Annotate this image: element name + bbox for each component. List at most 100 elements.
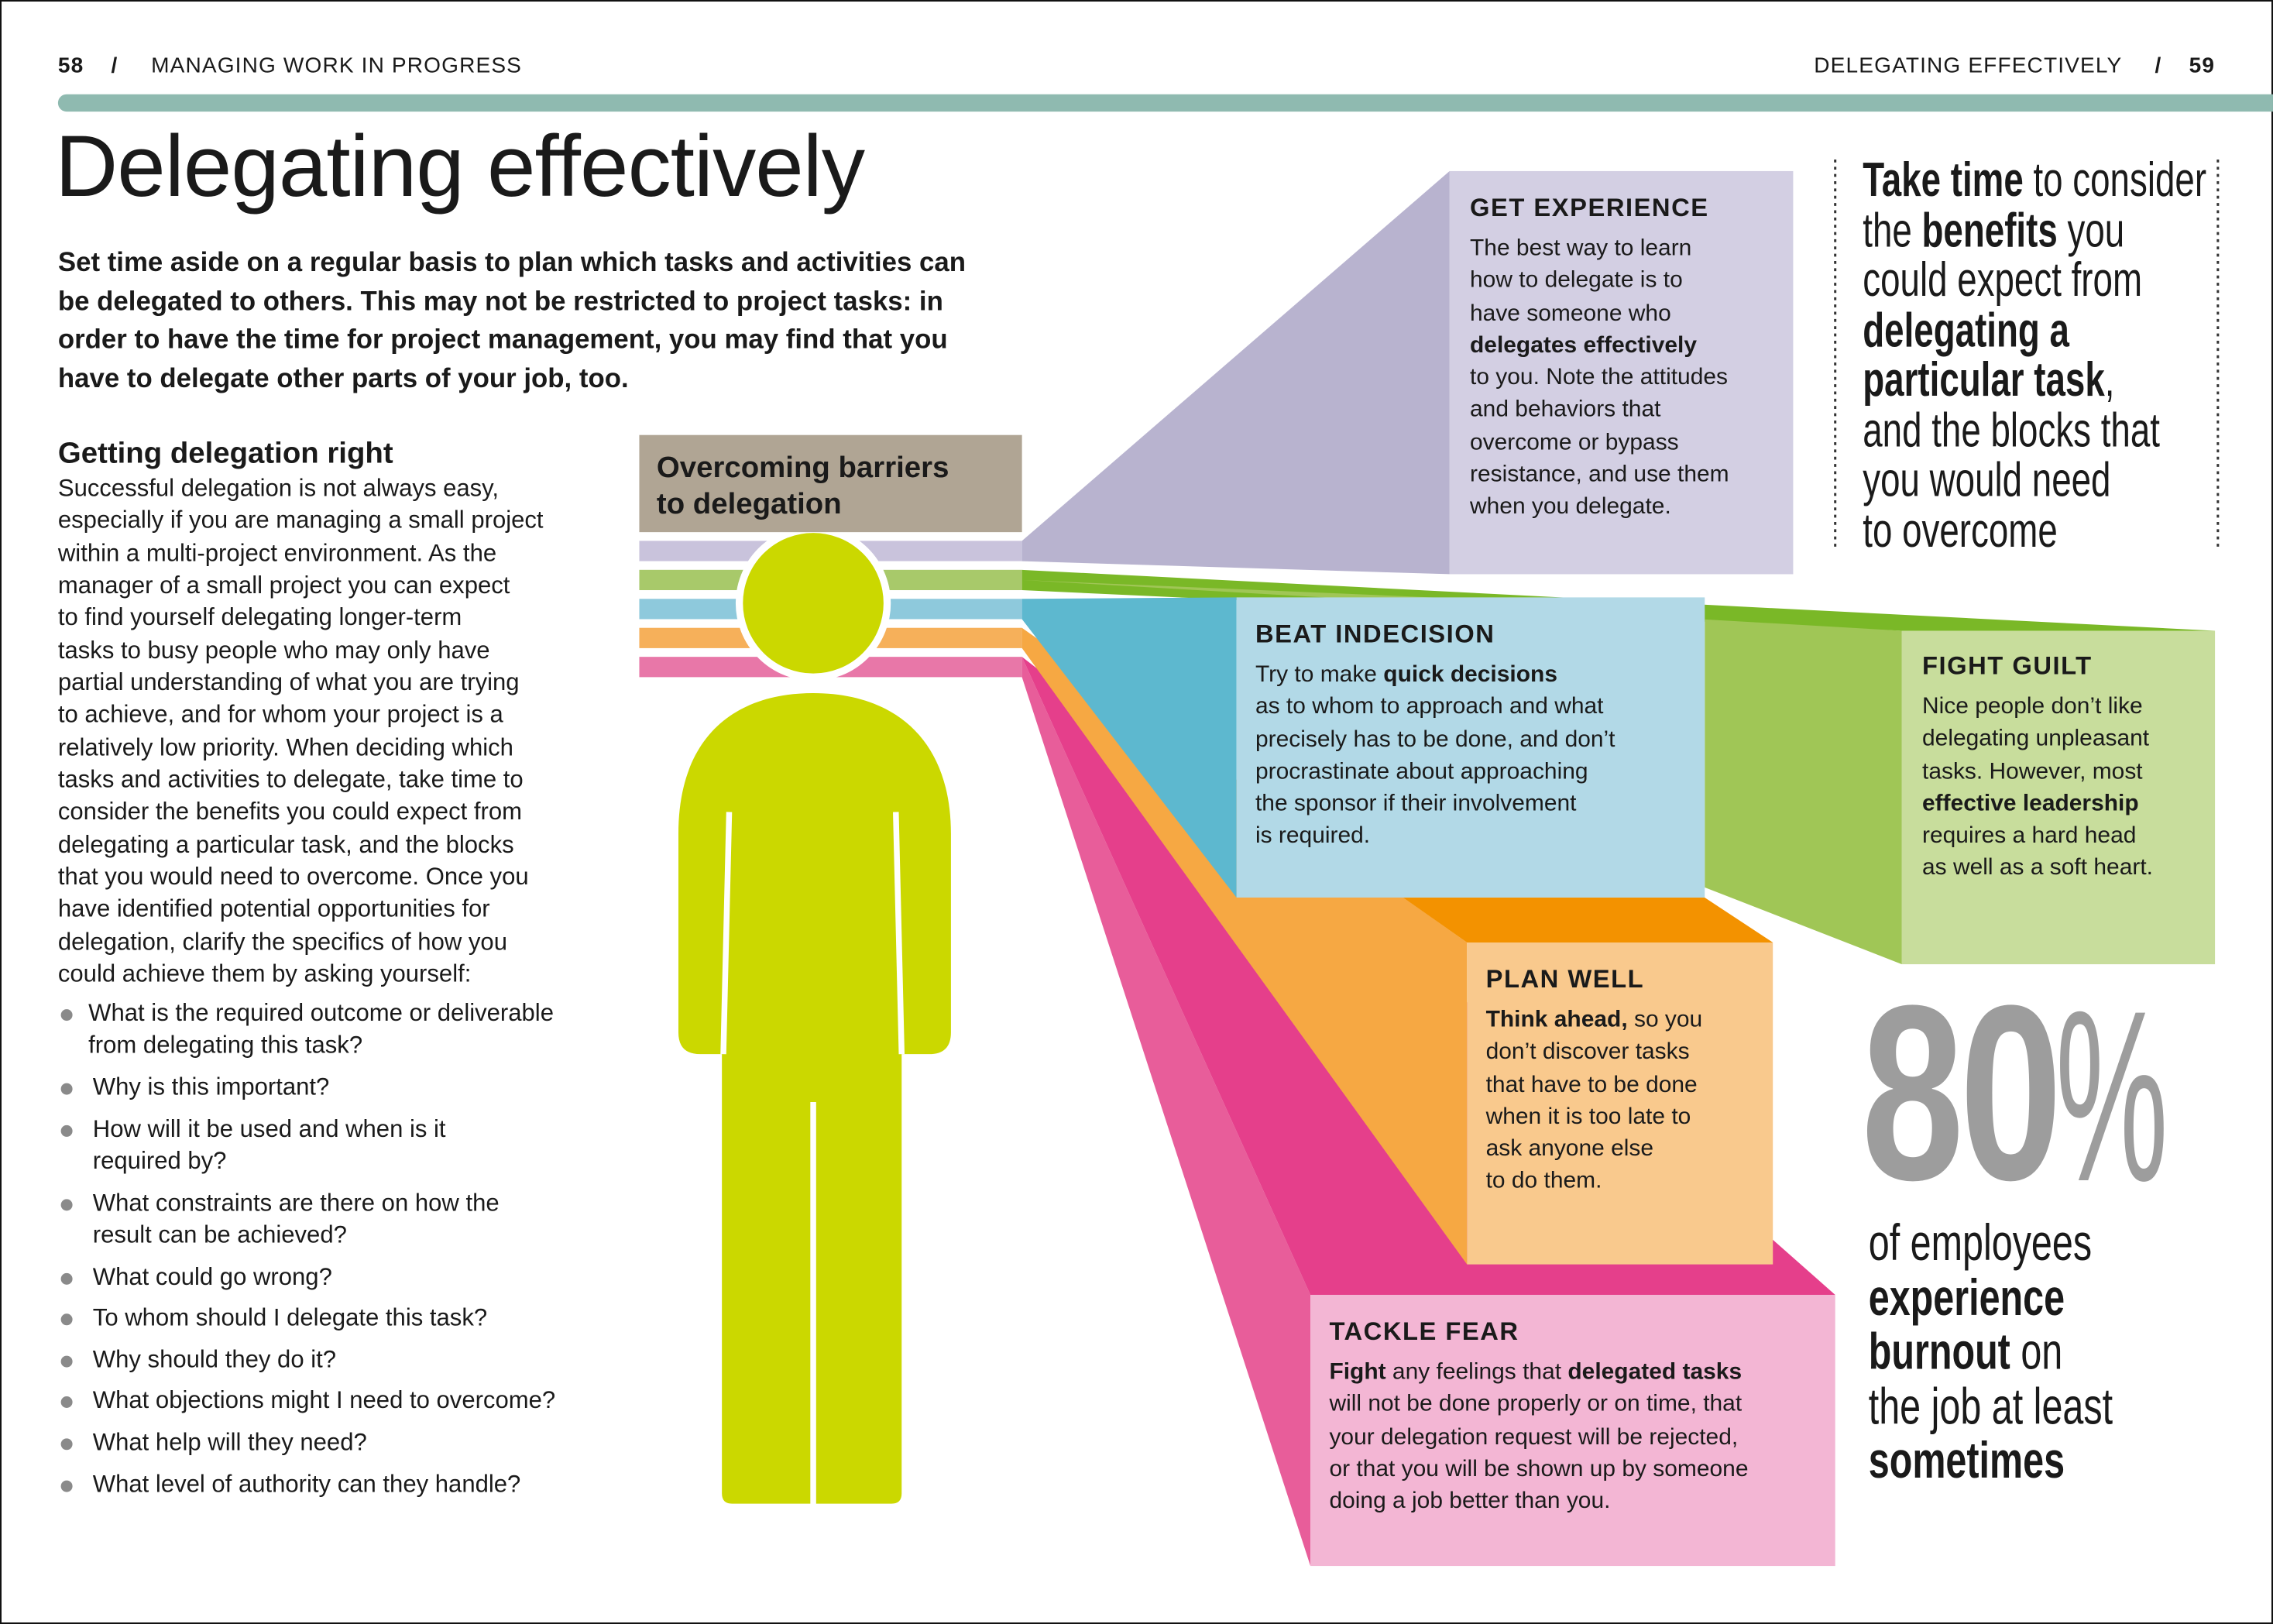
text: be delegated to others. This may not be … bbox=[57, 284, 943, 316]
get-experience-heading: GET EXPERIENCE bbox=[1470, 193, 1709, 222]
left-arm-gap bbox=[720, 812, 733, 1055]
text-line: Fight any feelings that delegated tasks bbox=[1329, 1357, 1748, 1389]
text: procrastinate about approaching bbox=[1255, 759, 1588, 785]
text: especially if you are managing a small p… bbox=[57, 506, 544, 534]
person-figure-icon bbox=[678, 525, 951, 1509]
text-line: and behaviors that bbox=[1470, 395, 1729, 427]
text-line: effective leadership bbox=[1922, 788, 2153, 821]
text-line: burnout on bbox=[1869, 1325, 2113, 1379]
text: ask anyone else bbox=[1485, 1137, 1654, 1162]
bold-text: burnout bbox=[1868, 1324, 2010, 1381]
text: delegating a particular task, and the bl… bbox=[57, 830, 514, 858]
text: within a multi-project environment. As t… bbox=[57, 538, 497, 567]
text: to achieve, and for whom your project is… bbox=[57, 700, 503, 729]
text: so you bbox=[1627, 1008, 1703, 1033]
text: when you delegate. bbox=[1470, 495, 1671, 520]
text: the bbox=[1863, 202, 1922, 256]
text: delegating unpleasant bbox=[1922, 726, 2150, 752]
tackle-fear-front-face bbox=[1310, 1294, 1835, 1567]
fight-guilt-side-face bbox=[1021, 579, 1902, 965]
text-line: requires a hard head bbox=[1922, 821, 2153, 853]
text: how to delegate is to bbox=[1470, 268, 1683, 294]
bold-text: particular task bbox=[1863, 352, 2105, 407]
text: to consider bbox=[2023, 152, 2207, 206]
text-line: Why should they do it? bbox=[93, 1344, 336, 1377]
plan-well-heading: PLAN WELL bbox=[1485, 964, 1645, 994]
fight-guilt-heading: FIGHT GUILT bbox=[1922, 651, 2093, 681]
text-line: experience bbox=[1869, 1271, 2113, 1325]
text: have to delegate other parts of your job… bbox=[57, 362, 629, 393]
question-item: To whom should I delegate this task? bbox=[93, 1302, 487, 1334]
text-line: ask anyone else bbox=[1486, 1134, 1703, 1166]
text: of employees bbox=[1868, 1214, 2093, 1272]
text: as well as a soft heart. bbox=[1922, 856, 2153, 881]
text-line: to you. Note the attitudes bbox=[1470, 362, 1729, 395]
text: and behaviors that bbox=[1470, 397, 1661, 423]
text: What help will they need? bbox=[92, 1428, 367, 1456]
left-section-title: MANAGING WORK IN PROGRESS bbox=[151, 53, 523, 79]
bold-text: sometimes bbox=[1868, 1432, 2065, 1489]
text: Overcoming barriers bbox=[656, 451, 949, 485]
text: Set time aside on a regular basis to pla… bbox=[57, 246, 967, 277]
section-heading: Getting delegation right bbox=[57, 436, 393, 470]
text-line: have to delegate other parts of your job… bbox=[58, 359, 966, 397]
text-line: What objections might I need to overcome… bbox=[93, 1385, 555, 1417]
text: requires a hard head bbox=[1922, 823, 2137, 849]
get-experience-side-face bbox=[1021, 170, 1450, 575]
text: manager of a small project you can expec… bbox=[57, 571, 510, 599]
text: will not be done properly or on time, th… bbox=[1329, 1392, 1743, 1417]
text-line: tasks. However, most bbox=[1922, 757, 2153, 789]
statistic-value: 80 bbox=[1861, 953, 2062, 1233]
beat-indecision-front-face bbox=[1236, 597, 1705, 898]
text-line: resistance, and use them bbox=[1470, 460, 1729, 493]
text-line: relatively low priority. When deciding w… bbox=[58, 732, 544, 764]
body-paragraph: Successful delegation is not always easy… bbox=[58, 472, 544, 991]
text-line: when you delegate. bbox=[1470, 492, 1729, 524]
text: to overcome bbox=[1863, 502, 2058, 557]
text: Why is this important? bbox=[92, 1073, 330, 1101]
text-line: What could go wrong? bbox=[93, 1262, 332, 1294]
text-line: of employees bbox=[1868, 1214, 2113, 1272]
text: consider the benefits you could expect f… bbox=[57, 798, 522, 826]
question-item: What objections might I need to overcome… bbox=[93, 1385, 555, 1417]
text-line: have identified potential opportunities … bbox=[58, 894, 544, 926]
question-item: What level of authority can they handle? bbox=[93, 1469, 521, 1502]
question-item: What help will they need? bbox=[93, 1427, 367, 1459]
bold-text: Take time bbox=[1863, 152, 2024, 206]
get-experience-front-face bbox=[1449, 170, 1794, 575]
text: that have to be done bbox=[1485, 1072, 1698, 1097]
text: To whom should I delegate this task? bbox=[92, 1303, 488, 1331]
right-arm-gap bbox=[893, 812, 905, 1055]
bullet-icon bbox=[60, 1272, 73, 1285]
text-line: consider the benefits you could expect f… bbox=[58, 796, 544, 829]
text: Successful delegation is not always easy… bbox=[57, 474, 500, 502]
text-line: is required. bbox=[1255, 822, 1615, 854]
bullet-icon bbox=[60, 1313, 73, 1326]
text: Why should they do it? bbox=[92, 1345, 337, 1374]
bold-text: experience bbox=[1868, 1269, 2065, 1327]
text: have someone who bbox=[1470, 300, 1671, 326]
question-item: What is the required outcome or delivera… bbox=[88, 997, 554, 1062]
bullet-icon bbox=[60, 1438, 73, 1451]
text: What is the required outcome or delivera… bbox=[88, 999, 554, 1027]
question-item: What could go wrong? bbox=[93, 1262, 332, 1294]
text: your delegation request will be rejected… bbox=[1329, 1424, 1739, 1450]
bold-text: delegates effectively bbox=[1470, 333, 1698, 359]
text: What objections might I need to overcome… bbox=[92, 1385, 556, 1414]
bullet-icon bbox=[60, 1355, 73, 1368]
text-line: Successful delegation is not always easy… bbox=[58, 472, 544, 505]
text-line: What level of authority can they handle? bbox=[93, 1469, 521, 1502]
text-line: will not be done properly or on time, th… bbox=[1329, 1389, 1748, 1422]
fight-guilt-front-face bbox=[1901, 630, 2216, 965]
question-item: Why is this important? bbox=[93, 1072, 330, 1104]
text-line: be delegated to others. This may not be … bbox=[58, 282, 966, 321]
text: to do them. bbox=[1485, 1169, 1602, 1194]
text-line: What constraints are there on how the bbox=[93, 1187, 500, 1220]
text-line: the sponsor if their involvement bbox=[1255, 789, 1615, 822]
text: you bbox=[2057, 202, 2125, 256]
